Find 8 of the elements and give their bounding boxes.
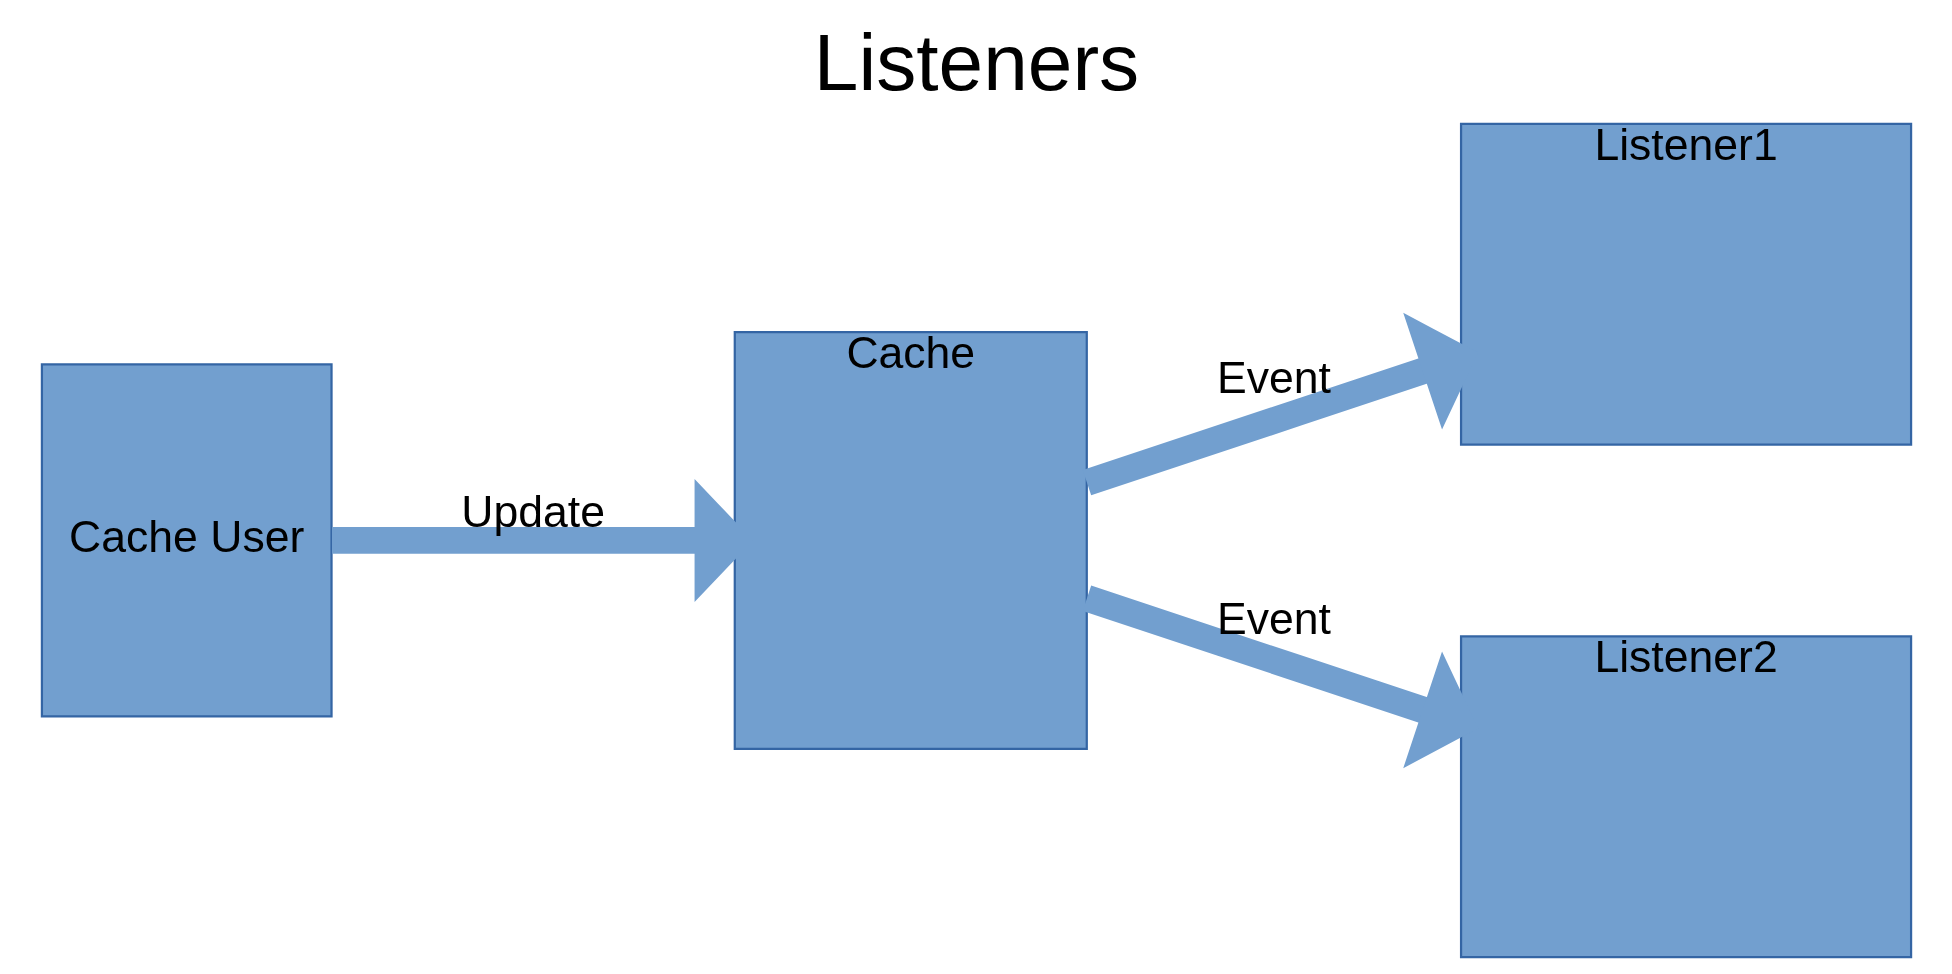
edge-label: Update <box>460 487 605 537</box>
edge-label: Event <box>1216 594 1331 644</box>
node-box: Cache User <box>40 363 333 718</box>
diagram-title: Listeners <box>813 16 1139 107</box>
node-box: Listener1 <box>1459 122 1912 446</box>
edge-label: Event <box>1216 353 1331 403</box>
node-box: Listener2 <box>1459 635 1912 959</box>
node-box: Cache <box>733 331 1088 750</box>
